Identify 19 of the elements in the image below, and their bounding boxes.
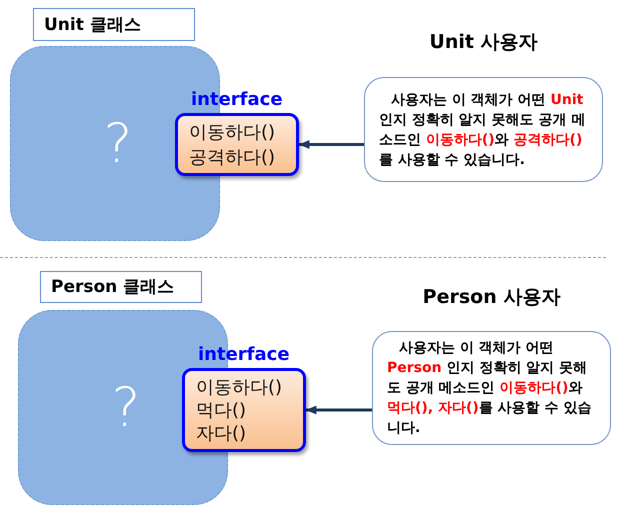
method-name: 공격하다() (189, 146, 276, 170)
question-mark: ? (102, 116, 132, 170)
interface-heading: interface (191, 89, 283, 110)
class-title-frame (40, 271, 202, 303)
class-title-frame (33, 8, 195, 41)
description-text: 사용자는 이 객체가 어떤 Unit 인지 정확히 알지 못해도 공개 메소드인 이동하다()와 공격하다()를 사용할 수 있습니다. (379, 90, 586, 170)
class-title: Unit 클래스 (44, 14, 141, 36)
class-title: Person 클래스 (51, 276, 174, 298)
method-name: 이동하다() (189, 120, 276, 144)
user-heading: Person 사용자 (422, 285, 560, 309)
description-text: 사용자는 이 객체가 어떤 Person 인지 정확히 알지 못해도 공개 메소드인 이동하다()와 먹다(), 자다()를 사용할 수 있습니다. (387, 339, 592, 438)
arrow (305, 406, 372, 414)
user-heading: Unit 사용자 (429, 30, 538, 54)
arrow (298, 140, 364, 149)
method-name: 먹다() (196, 398, 246, 422)
method-name: 이동하다() (196, 376, 282, 398)
method-name: 자다() (196, 422, 246, 444)
interface-heading: interface (198, 344, 290, 365)
question-mark: ? (110, 380, 140, 434)
